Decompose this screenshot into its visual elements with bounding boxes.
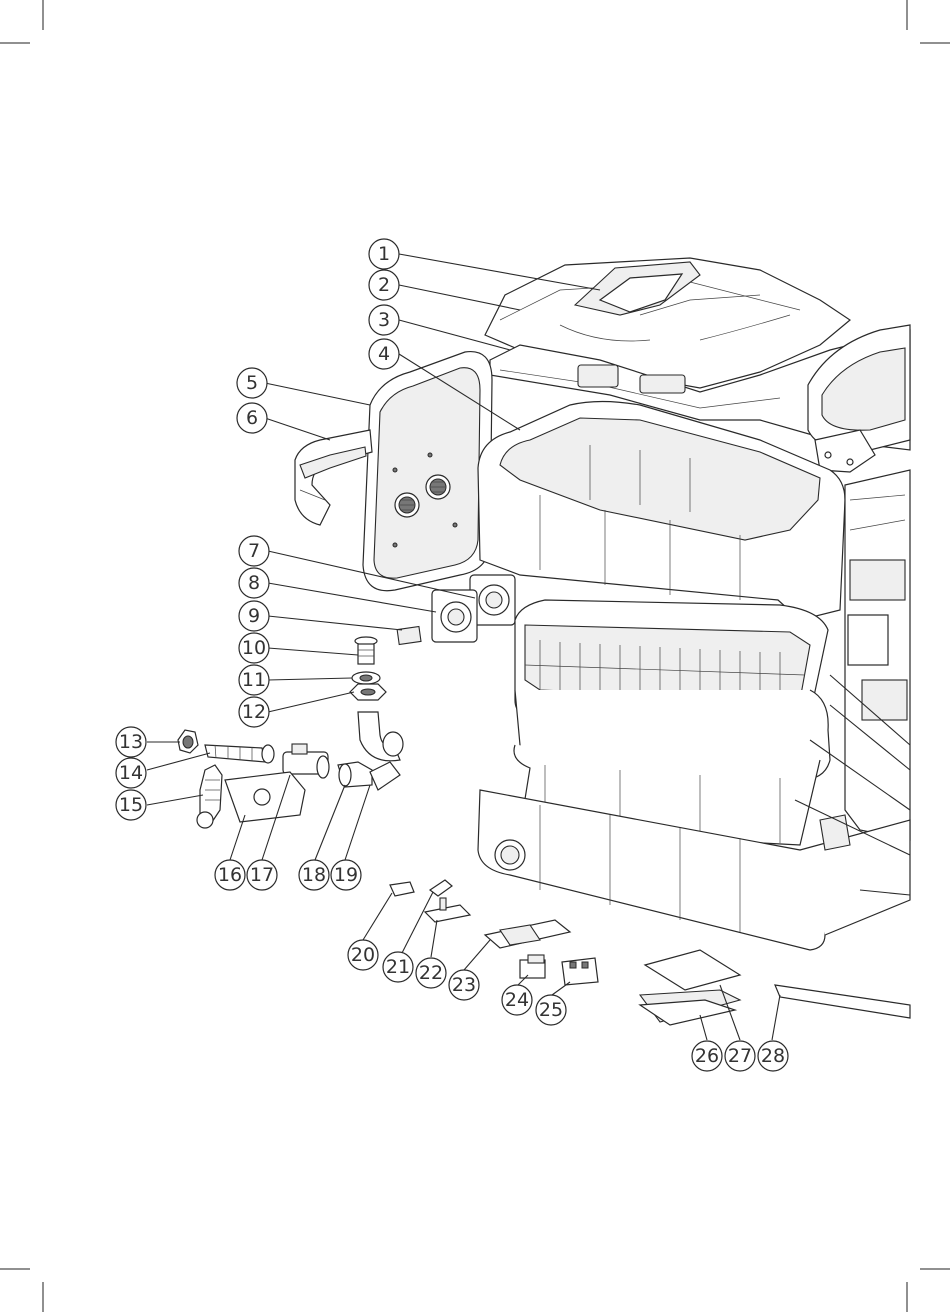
svg-text:7: 7 [248,540,260,562]
callout-22: 22 [416,958,446,988]
svg-text:12: 12 [242,701,266,723]
callout-4: 4 [369,339,399,369]
callout-14: 14 [116,758,146,788]
svg-text:24: 24 [505,989,529,1011]
callout-5: 5 [237,368,267,398]
drain-fittings [178,637,403,828]
callout-15: 15 [116,790,146,820]
callout-16: 16 [215,860,245,890]
callout-27: 27 [725,1041,755,1071]
svg-text:23: 23 [452,974,476,996]
callout-24: 24 [502,985,532,1015]
svg-text:27: 27 [728,1045,752,1067]
callout-28: 28 [758,1041,788,1071]
callout-6: 6 [237,403,267,433]
callout-3: 3 [369,305,399,335]
svg-text:9: 9 [248,605,260,627]
svg-text:1: 1 [378,243,390,265]
callout-2: 2 [369,270,399,300]
svg-text:13: 13 [119,731,143,753]
callout-10: 10 [239,633,269,663]
callout-25: 25 [536,995,566,1025]
svg-text:28: 28 [761,1045,785,1067]
callout-13: 13 [116,727,146,757]
callout-8: 8 [239,568,269,598]
svg-text:16: 16 [218,864,242,886]
callout-20: 20 [348,940,378,970]
callout-9: 9 [239,601,269,631]
svg-text:25: 25 [539,999,563,1021]
callout-23: 23 [449,970,479,1000]
svg-text:22: 22 [419,962,443,984]
svg-text:3: 3 [378,309,390,331]
svg-text:15: 15 [119,794,143,816]
svg-text:26: 26 [695,1045,719,1067]
callout-21: 21 [383,952,413,982]
svg-text:8: 8 [248,572,260,594]
callout-17: 17 [247,860,277,890]
svg-text:14: 14 [119,762,143,784]
svg-text:2: 2 [378,274,390,296]
svg-text:5: 5 [246,372,258,394]
svg-text:11: 11 [242,669,266,691]
callout-19: 19 [331,860,361,890]
callout-12: 12 [239,697,269,727]
callout-1: 1 [369,239,399,269]
callout-7: 7 [239,536,269,566]
svg-text:10: 10 [242,637,266,659]
svg-text:4: 4 [378,343,390,365]
svg-text:21: 21 [386,956,410,978]
svg-text:18: 18 [302,864,326,886]
svg-text:19: 19 [334,864,358,886]
callout-18: 18 [299,860,329,890]
svg-text:17: 17 [250,864,274,886]
end-panel [295,352,492,591]
callout-11: 11 [239,665,269,695]
svg-text:20: 20 [351,944,375,966]
callout-26: 26 [692,1041,722,1071]
svg-text:6: 6 [246,407,258,429]
